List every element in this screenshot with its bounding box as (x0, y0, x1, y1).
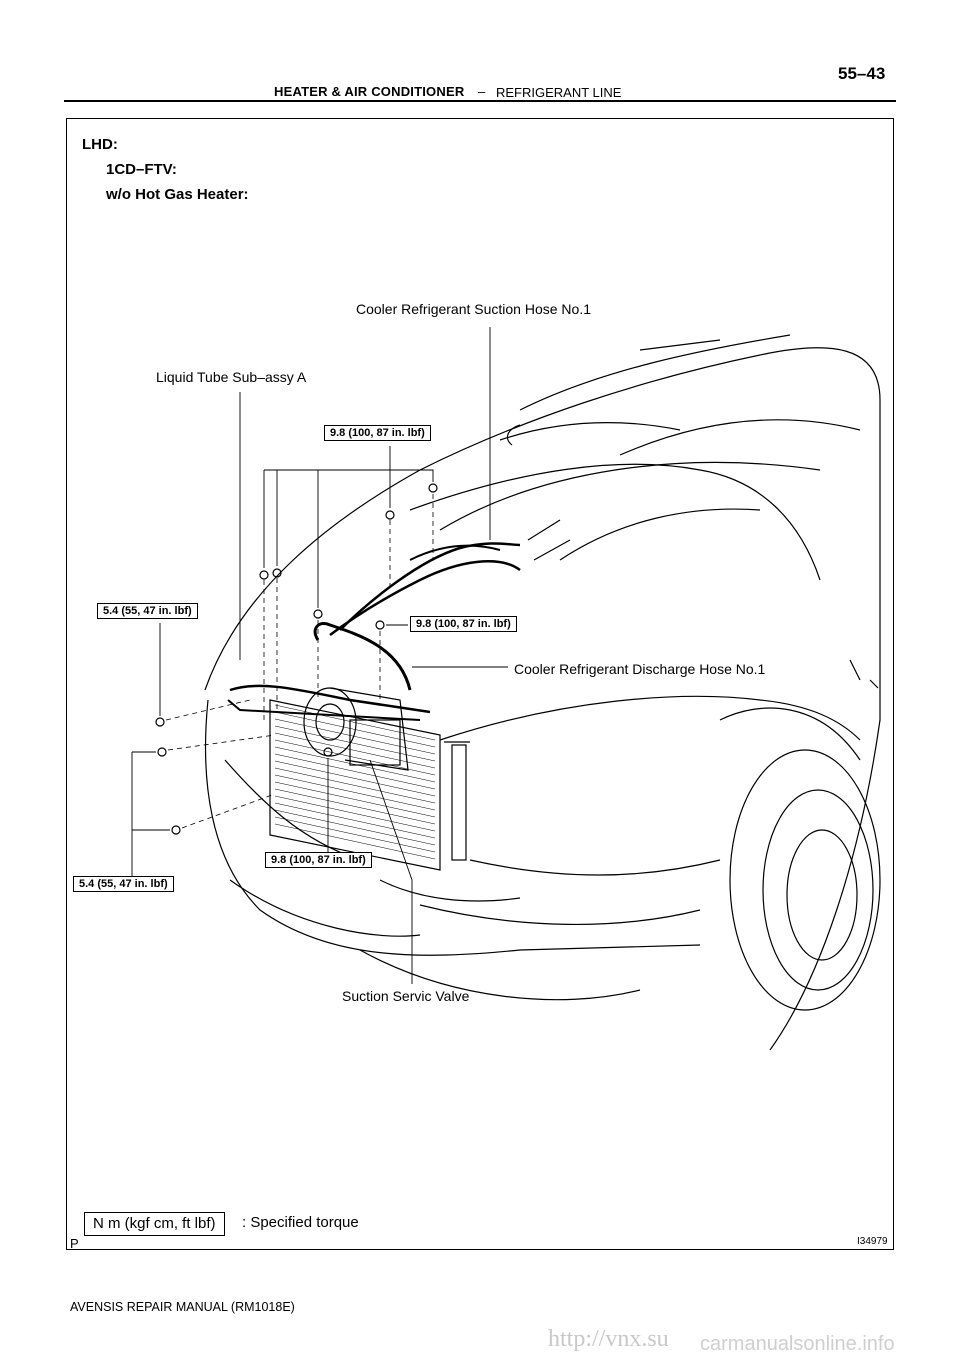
page-number: 55–43 (838, 64, 886, 83)
torque-label-bottom-left: 5.4 (55, 47 in. lbf) (73, 876, 174, 892)
callout-suction-valve: Suction Servic Valve (342, 988, 470, 1004)
legend-text: : Specified torque (242, 1214, 359, 1231)
figure-p-mark: P (70, 1236, 79, 1251)
legend-unit-box: N m (kgf cm, ft lbf) (84, 1212, 225, 1236)
callout-liquid-tube: Liquid Tube Sub–assy A (156, 369, 307, 385)
torque-label-bottom-mid: 9.8 (100, 87 in. lbf) (265, 852, 372, 868)
figure-heading-lhd: LHD: (82, 136, 118, 153)
section-title: HEATER & AIR CONDITIONER (274, 84, 465, 99)
callout-suction-hose: Cooler Refrigerant Suction Hose No.1 (356, 301, 592, 317)
figure-frame (66, 118, 894, 1250)
topic-title: REFRIGERANT LINE (496, 85, 622, 100)
figure-heading-variant: w/o Hot Gas Heater: (106, 186, 249, 203)
header-dash: – (478, 84, 486, 99)
torque-label-left: 5.4 (55, 47 in. lbf) (97, 603, 198, 619)
torque-label-top: 9.8 (100, 87 in. lbf) (324, 425, 431, 441)
figure-heading-engine: 1CD–FTV: (106, 161, 177, 178)
header-rule (64, 100, 896, 102)
callout-discharge-hose: Cooler Refrigerant Discharge Hose No.1 (514, 661, 766, 677)
footer-text: AVENSIS REPAIR MANUAL (RM1018E) (70, 1300, 295, 1314)
watermark-vnx: http://vnx.su (548, 1326, 669, 1352)
watermark-carmanuals: carmanualsonline.info (700, 1333, 895, 1355)
figure-code: I34979 (857, 1236, 888, 1247)
torque-label-right: 9.8 (100, 87 in. lbf) (410, 616, 517, 632)
